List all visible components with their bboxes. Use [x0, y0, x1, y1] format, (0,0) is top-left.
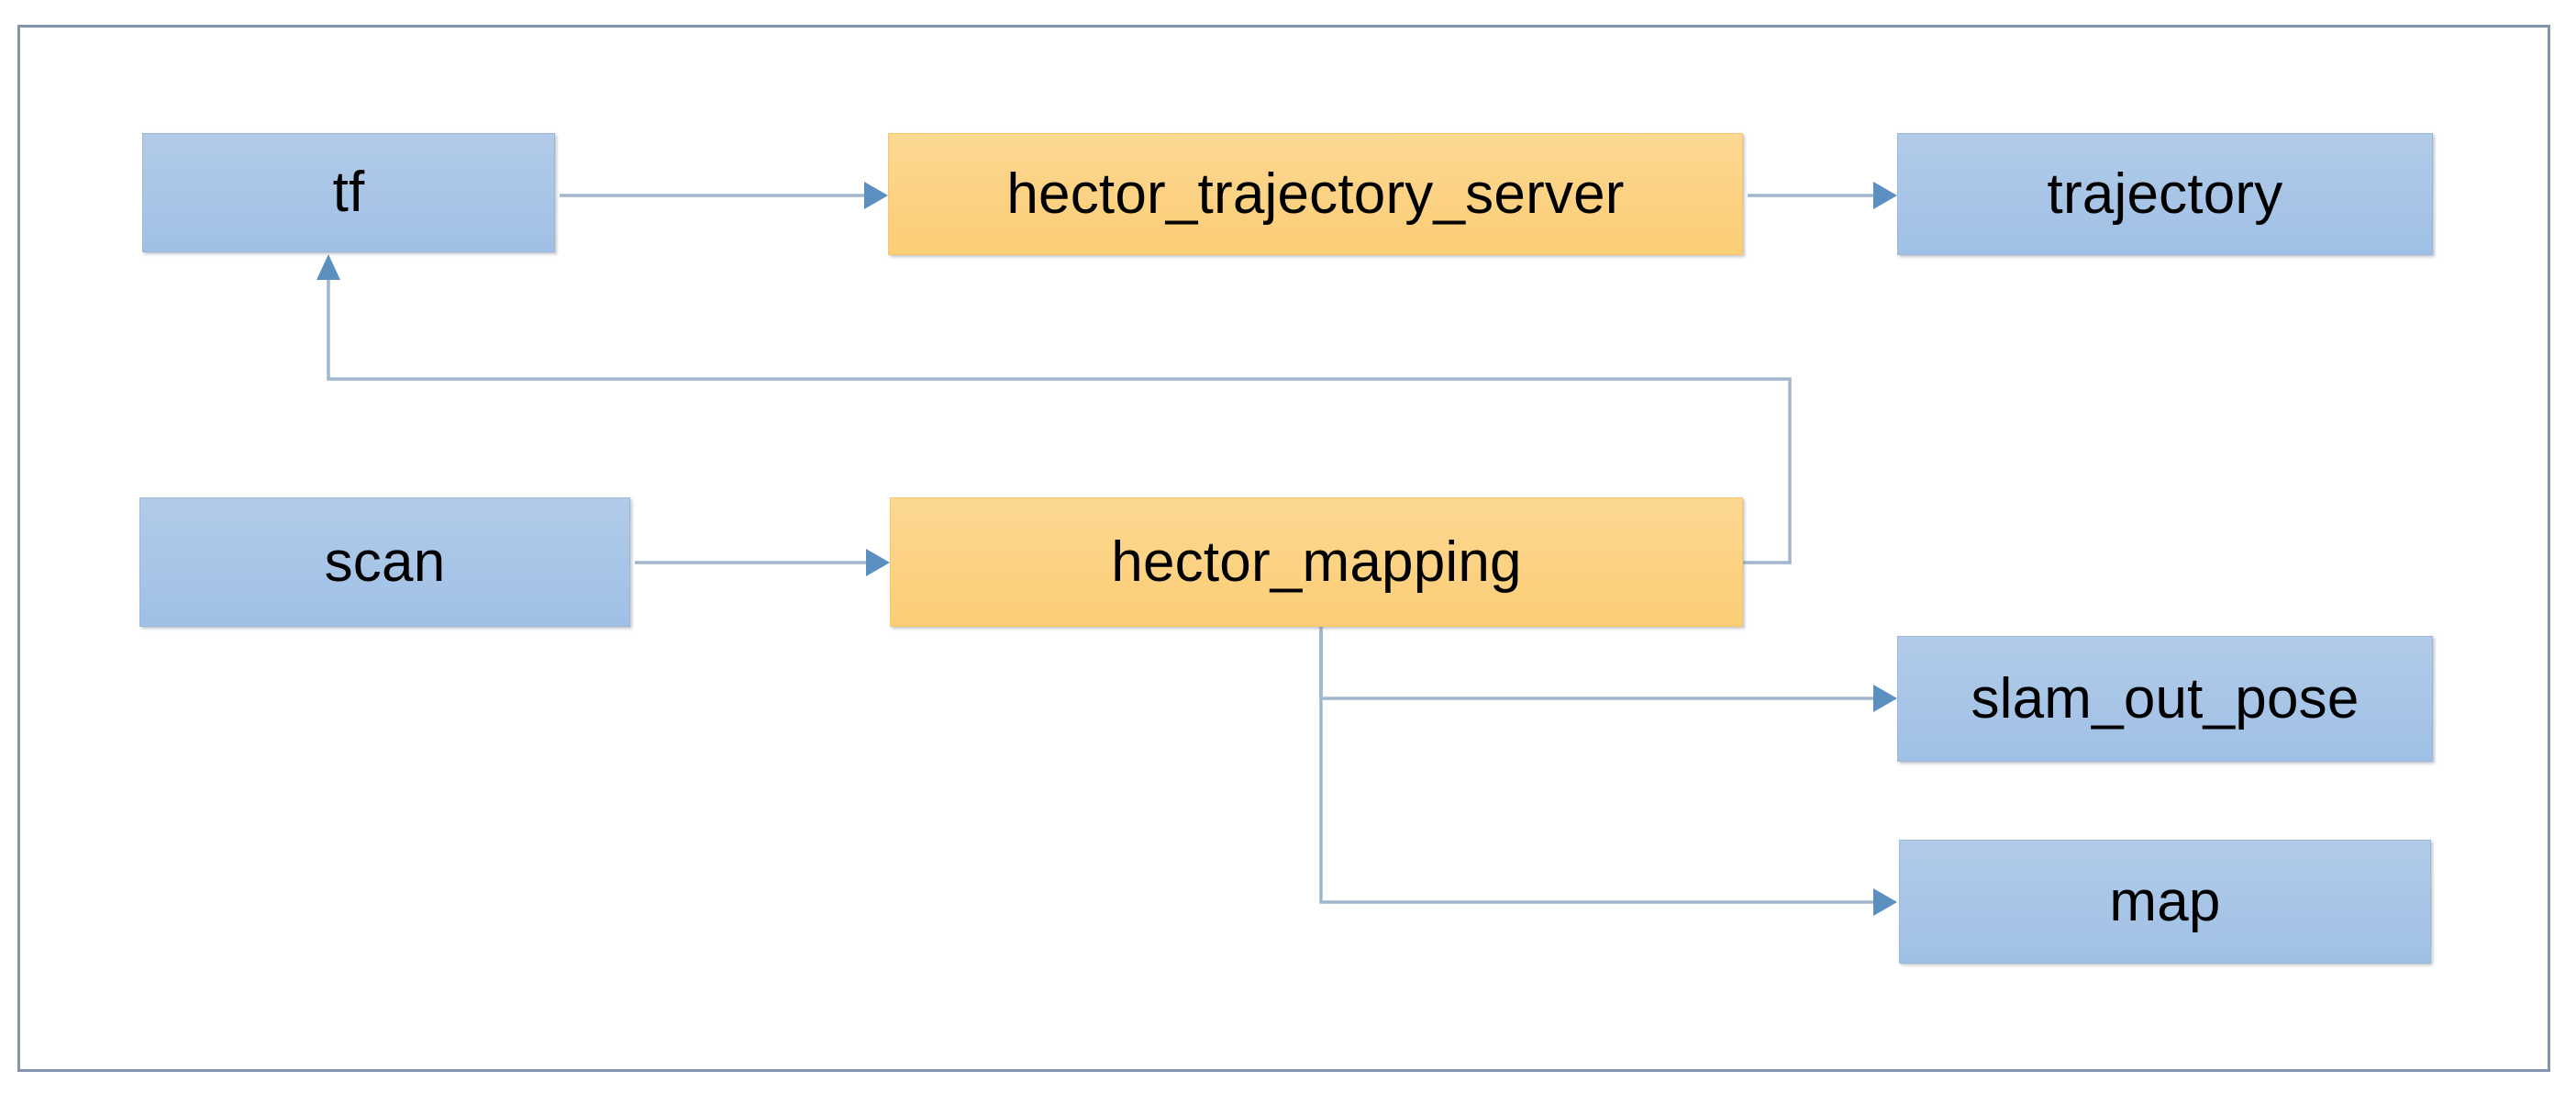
- node-tf[interactable]: tf: [142, 133, 555, 252]
- node-scan[interactable]: scan: [139, 497, 630, 627]
- node-label-trajectory: trajectory: [2047, 162, 2283, 226]
- node-label-slam_out_pose: slam_out_pose: [1971, 666, 2359, 731]
- node-hector_trajectory_server[interactable]: hector_trajectory_server: [888, 133, 1743, 255]
- node-label-map: map: [2109, 869, 2221, 933]
- node-label-scan: scan: [324, 530, 446, 594]
- node-label-tf: tf: [332, 161, 365, 224]
- node-label-hector_mapping: hector_mapping: [1111, 530, 1522, 594]
- node-label-hector_trajectory_server: hector_trajectory_server: [1006, 162, 1625, 226]
- node-map[interactable]: map: [1899, 840, 2431, 964]
- node-slam_out_pose[interactable]: slam_out_pose: [1897, 636, 2433, 762]
- node-hector_mapping[interactable]: hector_mapping: [890, 497, 1743, 627]
- node-trajectory[interactable]: trajectory: [1897, 133, 2433, 255]
